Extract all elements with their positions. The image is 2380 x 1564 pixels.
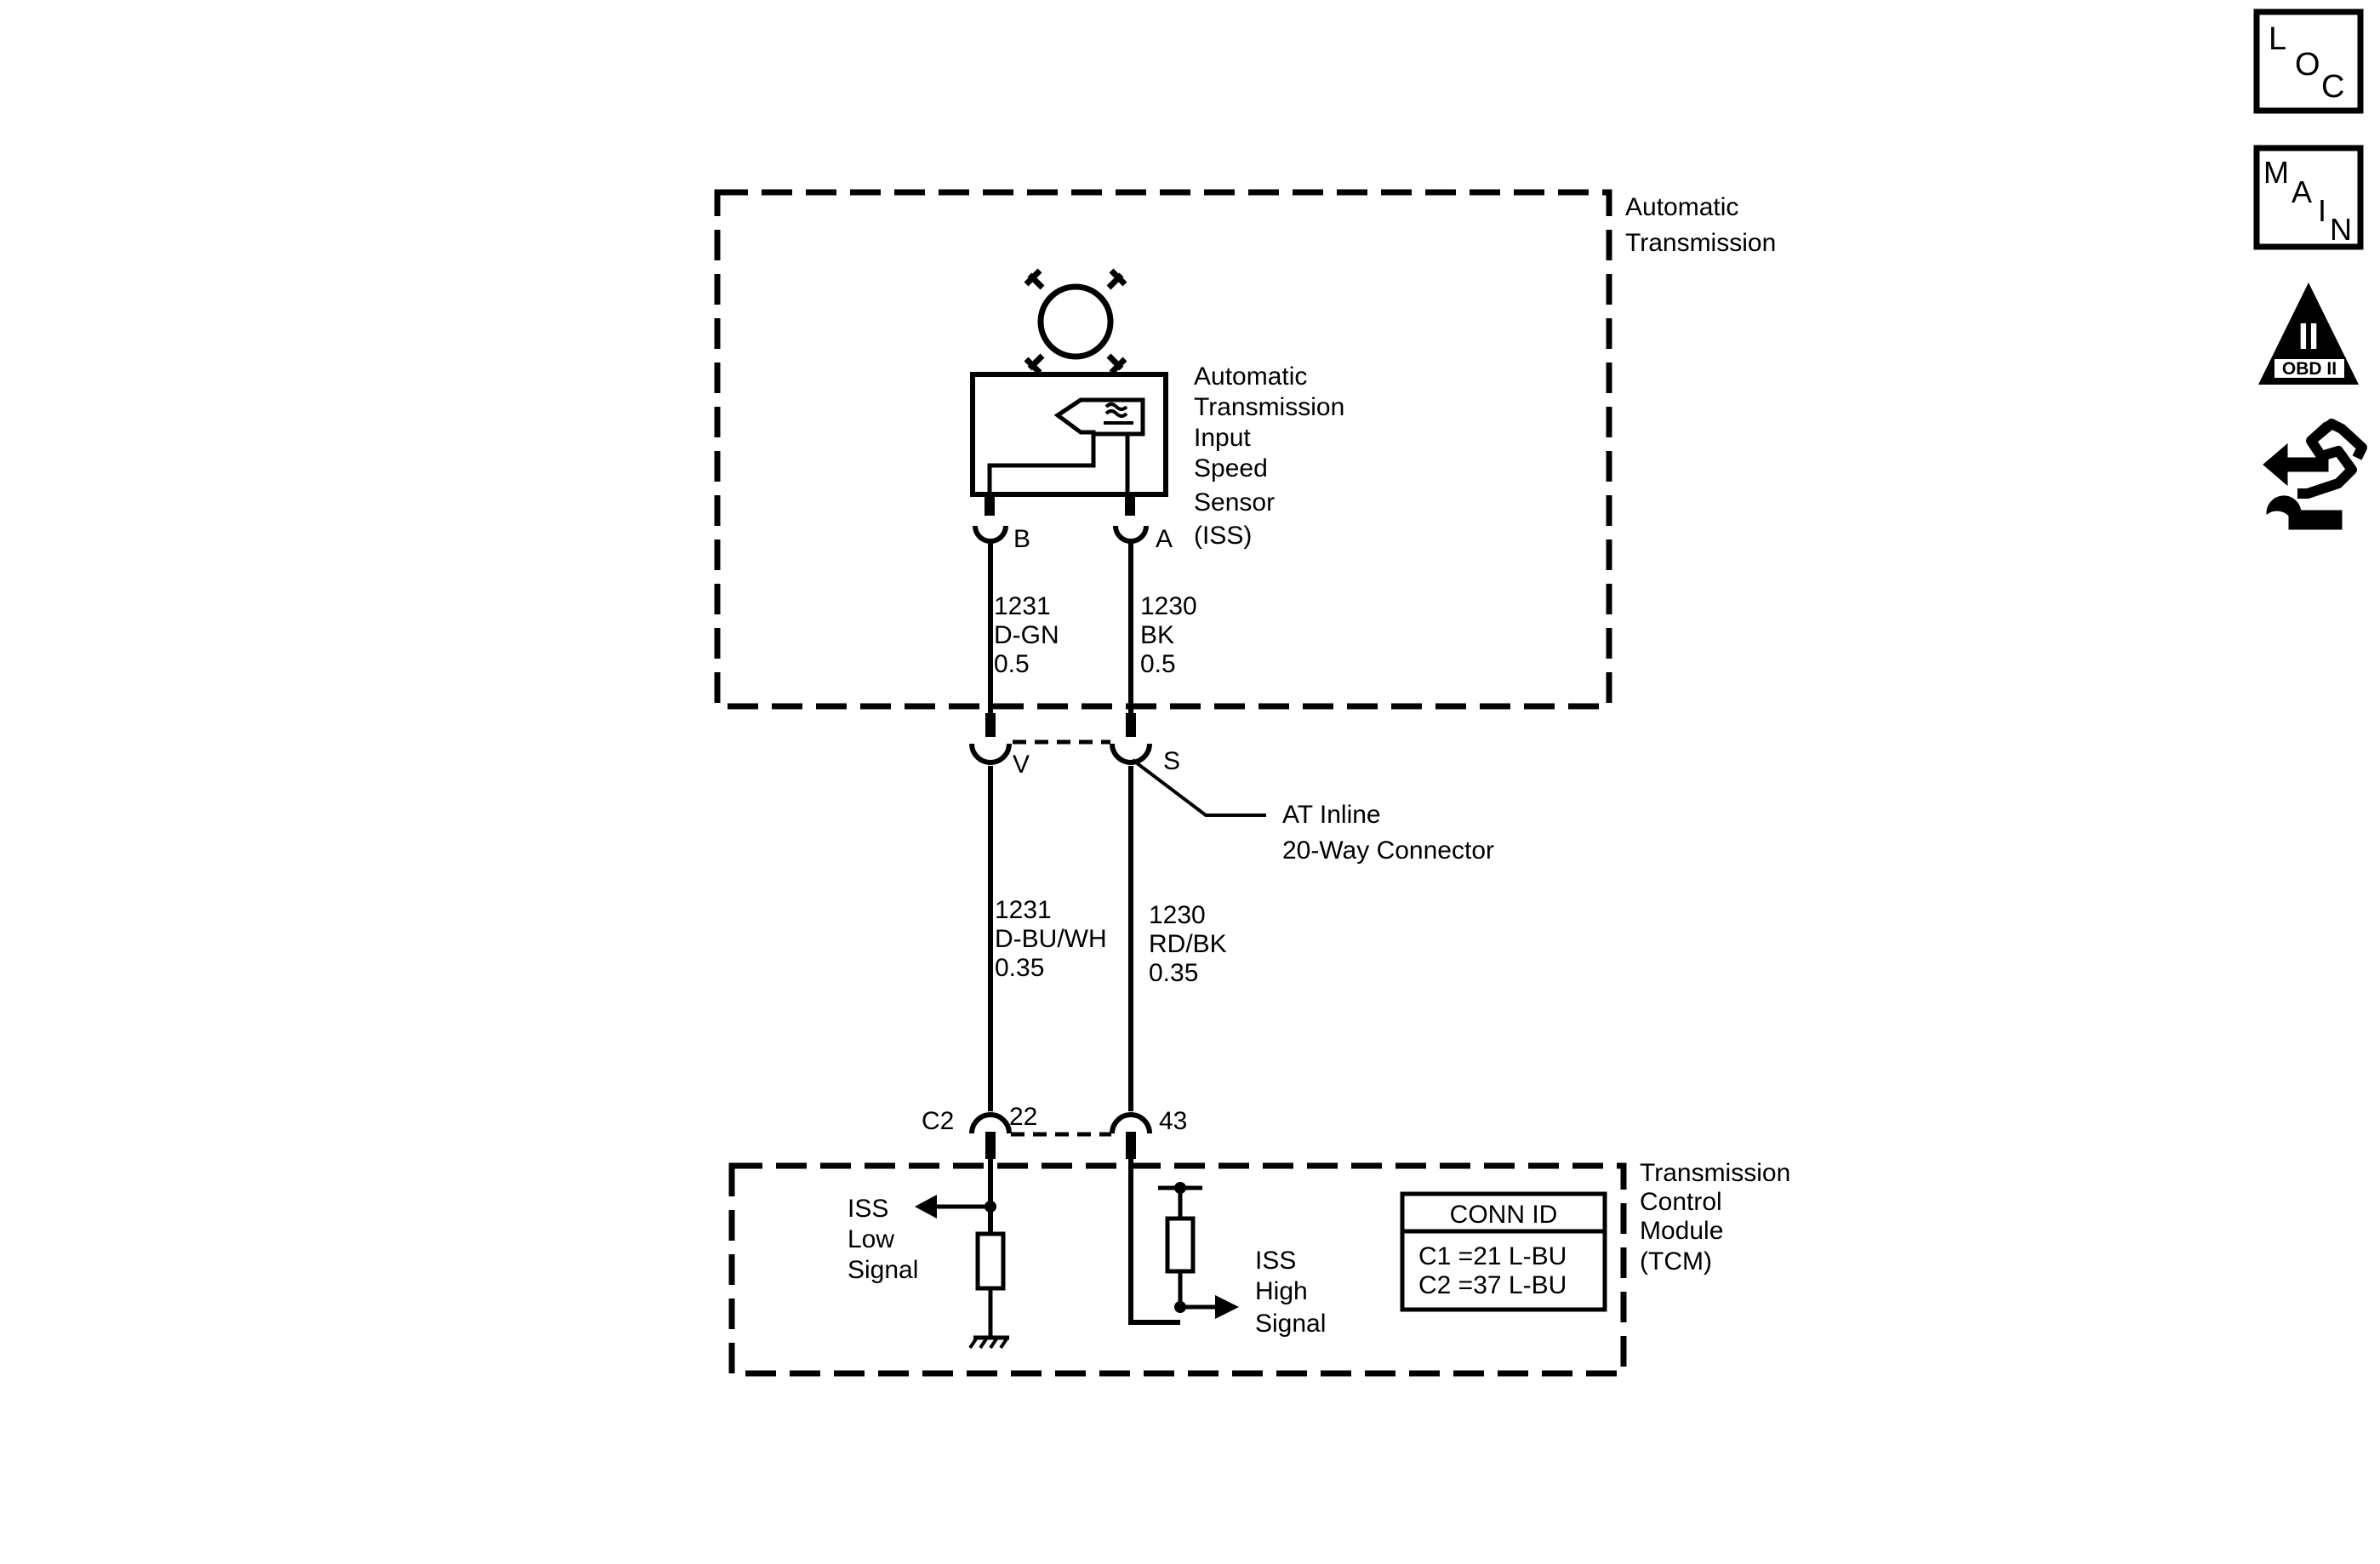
iss-pin-b-label: B (1013, 525, 1030, 553)
main-icon[interactable]: M A I N (2253, 145, 2364, 250)
automatic-transmission-boundary (714, 189, 1612, 710)
automatic-transmission-label: Automatic Transmission (1625, 193, 1776, 257)
svg-text:N: N (2330, 212, 2352, 247)
loc-icon[interactable]: L O C (2253, 9, 2364, 114)
iss-low-signal-label: ISS Low Signal (848, 1195, 918, 1284)
iss-sensor-label: Automatic Transmission Input Speed Senso… (1194, 362, 1352, 550)
tcm-connector-c2[interactable] (969, 1112, 1152, 1159)
svg-text:II: II (2298, 316, 2319, 357)
svg-text:M: M (2263, 155, 2289, 190)
svg-text:L: L (2269, 21, 2286, 57)
iss-low-node (985, 1201, 996, 1213)
wire-1231-lower-label: 1231 D-BU/WH 0.35 (995, 896, 1114, 982)
svg-text:A: A (2292, 174, 2312, 209)
inline-connector-label: AT Inline 20-Way Connector (1282, 801, 1494, 865)
tcm-pin-22-label: 22 (1009, 1103, 1037, 1131)
iss-high-node-top (1174, 1182, 1186, 1194)
svg-text:OBD II: OBD II (2282, 359, 2337, 379)
svg-text:C: C (2321, 69, 2344, 105)
iss-high-arrow-icon (1215, 1295, 1239, 1319)
tcm-boundary (728, 1162, 1627, 1377)
iss-high-circuit (1128, 1159, 1217, 1325)
svg-text:I: I (2318, 193, 2326, 228)
wire-1231-upper-label: 1231 D-GN 0.5 (994, 592, 1066, 678)
iss-low-arrow-icon (915, 1195, 937, 1219)
wire-1230-upper-label: 1230 BK 0.5 (1140, 592, 1204, 678)
conn-id-title: CONN ID (1450, 1201, 1558, 1229)
inline-connector-leader (1131, 758, 1266, 817)
iss-pin-b (973, 525, 1008, 544)
sensor-mount-symbol (1024, 268, 1127, 375)
tcm-connector-c2-label: C2 (922, 1107, 954, 1135)
conn-id-row-c1: C1 =21 L-BU (1418, 1242, 1567, 1270)
conn-id-row-c2: C2 =37 L-BU (1418, 1271, 1567, 1299)
tcm-label: Transmission Control Module (TCM) (1640, 1159, 1798, 1276)
repair-procedure-icon[interactable] (2263, 419, 2367, 530)
iss-high-signal-label: ISS High Signal (1255, 1247, 1326, 1338)
inline-pin-v-label: V (1013, 751, 1030, 779)
obd-ii-icon[interactable]: II OBD II (2258, 283, 2359, 385)
iss-sensor[interactable] (970, 372, 1168, 516)
iss-pin-a-label: A (1156, 525, 1173, 553)
at-inline-connector[interactable] (969, 713, 1152, 765)
inline-pin-s-label: S (1163, 747, 1180, 775)
wire-1230-lower-label: 1230 RD/BK 0.35 (1149, 901, 1234, 987)
iss-high-node-bottom (1174, 1301, 1186, 1313)
tcm-pin-43-label: 43 (1159, 1107, 1187, 1135)
iss-pin-a (1113, 525, 1149, 544)
iss-low-circuit (934, 1159, 1009, 1350)
conn-id-table: CONN ID C1 =21 L-BU C2 =37 L-BU (1400, 1191, 1607, 1312)
svg-text:O: O (2295, 47, 2320, 83)
